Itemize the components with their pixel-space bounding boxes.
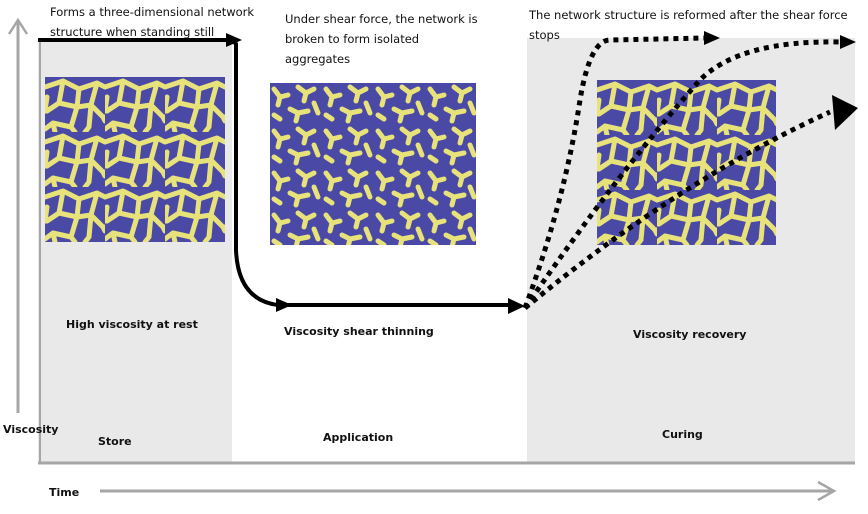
- curing-caption-line-1: The network structure is reformed after …: [529, 8, 848, 42]
- curing-stage-name: Curing: [662, 428, 703, 441]
- store-caption: Forms a three-dimensional network struct…: [50, 2, 254, 42]
- medium-recovery-arrowhead: [840, 35, 856, 49]
- reformed-network-micrograph: [597, 80, 776, 245]
- time-axis-label: Time: [49, 486, 80, 499]
- fast-recovery-arrowhead: [704, 31, 720, 45]
- application-state-label: Viscosity shear thinning: [284, 325, 434, 338]
- curing-state-label: Viscosity recovery: [633, 328, 747, 341]
- application-caption: Under shear force, the network is broken…: [285, 9, 478, 69]
- store-stage-name: Store: [98, 435, 132, 448]
- application-caption-line-2: broken to form isolated: [285, 32, 420, 46]
- fast-recovery-path: [522, 35, 706, 309]
- recovery-arrows: [522, 35, 841, 310]
- medium-recovery-path: [522, 39, 841, 310]
- time-axis: [100, 480, 837, 502]
- viscosity-axis-label: Viscosity: [3, 423, 59, 436]
- slow-recovery-arrowhead: [832, 95, 858, 130]
- store-caption-line-1: Forms a three-dimensional network: [50, 5, 255, 19]
- isolated-aggregates-micrograph: [270, 83, 476, 245]
- curing-caption: The network structure is reformed after …: [529, 5, 868, 45]
- application-stage-name: Application: [323, 431, 394, 444]
- viscosity-axis: [7, 17, 29, 413]
- store-state-label: High viscosity at rest: [66, 318, 198, 331]
- application-caption-line-3: aggregates: [285, 52, 351, 66]
- connected-network-micrograph: [45, 77, 225, 242]
- store-caption-line-2: structure when standing still: [50, 25, 215, 39]
- shear-thinning-arrow: [38, 33, 525, 314]
- application-caption-line-1: Under shear force, the network is: [285, 12, 478, 26]
- slow-recovery-path: [523, 109, 832, 310]
